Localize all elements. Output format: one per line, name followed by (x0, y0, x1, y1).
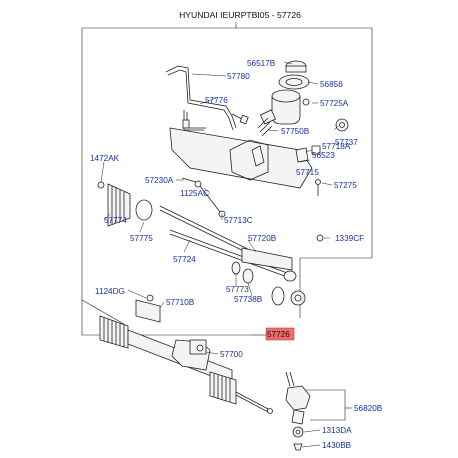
label-57738b[interactable]: 57738B (234, 295, 263, 304)
tie-rod-end-group (285, 371, 311, 451)
label-57713c[interactable]: 57713C (224, 216, 253, 225)
label-57775[interactable]: 57775 (130, 234, 153, 243)
label-1339cf[interactable]: 1339CF (335, 234, 364, 243)
label-57720b[interactable]: 57720B (248, 234, 277, 243)
label-57780[interactable]: 57780 (227, 72, 250, 81)
gear-box-assembly-57700 (99, 294, 273, 414)
label-57725a[interactable]: 57725A (320, 99, 349, 108)
label-57737[interactable]: 57737 (335, 138, 358, 147)
label-1125ac[interactable]: 1125AC (180, 189, 209, 198)
label-56523[interactable]: 56523 (312, 151, 335, 160)
label-57710b[interactable]: 57710B (166, 298, 195, 307)
bracket-56820b (300, 389, 352, 421)
label-1472ak[interactable]: 1472AK (90, 154, 120, 163)
label-57726[interactable]: 57726 (267, 330, 290, 339)
label-57275[interactable]: 57275 (334, 181, 357, 190)
label-57774[interactable]: 57774 (104, 216, 127, 225)
part-labels: 56517B 56856 57780 57776 57725A 57750B 5… (90, 59, 383, 450)
diagram-header: HYUNDAI IEURPTBI05 - 57726 (179, 10, 301, 20)
label-57700[interactable]: 57700 (220, 350, 243, 359)
label-57718a[interactable]: 57718A (322, 142, 351, 151)
label-57773[interactable]: 57773 (226, 285, 249, 294)
label-56517b[interactable]: 56517B (247, 59, 276, 68)
label-1313da[interactable]: 1313DA (322, 426, 352, 435)
label-1430bb[interactable]: 1430BB (322, 441, 352, 450)
pinion-housing-assembly (169, 60, 349, 196)
label-57230a[interactable]: 57230A (145, 176, 174, 185)
label-56856[interactable]: 56856 (320, 80, 343, 89)
label-57776[interactable]: 57776 (205, 96, 228, 105)
highlight-57726 (265, 327, 295, 341)
leader-lines (100, 61, 339, 448)
left-side-parts (97, 177, 324, 306)
label-1124dg[interactable]: 1124DG (95, 287, 125, 296)
label-57724[interactable]: 57724 (173, 255, 196, 264)
label-56820b[interactable]: 56820B (354, 404, 383, 413)
label-57750b[interactable]: 57750B (281, 127, 310, 136)
assembly-frame (81, 22, 373, 336)
pressure-tubes (165, 65, 249, 131)
label-57715[interactable]: 57715 (296, 168, 319, 177)
